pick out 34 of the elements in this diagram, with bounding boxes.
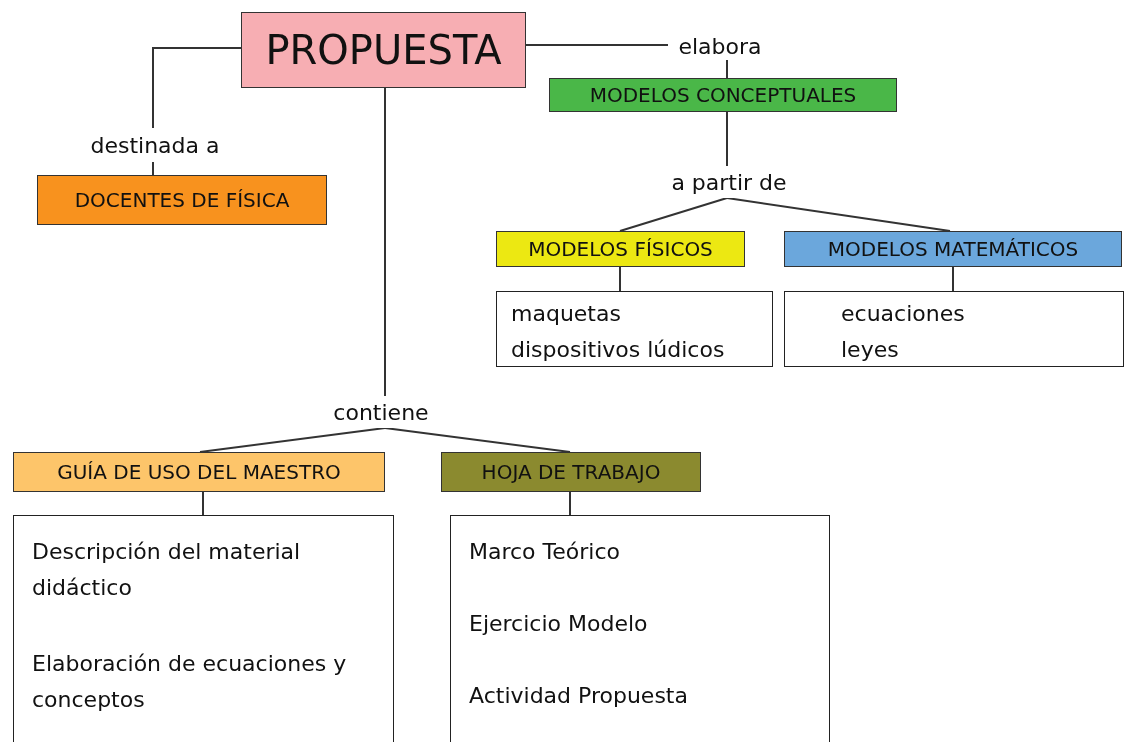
connector-line: [726, 197, 951, 232]
concept-box: GUÍA DE USO DEL MAESTRO: [13, 452, 385, 492]
connector-line: [569, 491, 571, 516]
connector-line: [619, 197, 728, 232]
list-item: Elaboración de ecuaciones y conceptos: [32, 650, 348, 714]
connector-line: [384, 87, 386, 397]
concept-box: PROPUESTA: [241, 12, 526, 88]
connector-line: [152, 47, 242, 129]
list-item: ecuaciones: [841, 300, 966, 328]
list-item: Actividad Propuesta: [469, 682, 689, 710]
list-item: maquetas: [511, 300, 622, 328]
concept-box: DOCENTES DE FÍSICA: [37, 175, 327, 225]
connector-line: [384, 427, 571, 453]
list-item: Ejercicio Modelo: [469, 610, 649, 638]
connector-line: [525, 44, 669, 46]
content-box: [784, 291, 1124, 367]
connector-line: [619, 266, 621, 292]
connector-line: [152, 161, 154, 176]
concept-box: HOJA DE TRABAJO: [441, 452, 701, 492]
content-box: [496, 291, 773, 367]
content-box: [13, 515, 394, 742]
concept-box: MODELOS MATEMÁTICOS: [784, 231, 1122, 267]
list-item: leyes: [841, 336, 900, 364]
connector-line: [726, 111, 728, 167]
list-item: Descripción del material didáctico: [32, 538, 302, 602]
connector-line: [202, 491, 204, 516]
content-box: [450, 515, 830, 742]
list-item: Marco Teórico: [469, 538, 621, 566]
list-item: dispositivos lúdicos: [511, 336, 726, 364]
connector-line: [952, 266, 954, 292]
connector-line: [726, 59, 728, 79]
connector-line: [199, 427, 386, 453]
concept-box: MODELOS CONCEPTUALES: [549, 78, 897, 112]
concept-box: MODELOS FÍSICOS: [496, 231, 745, 267]
